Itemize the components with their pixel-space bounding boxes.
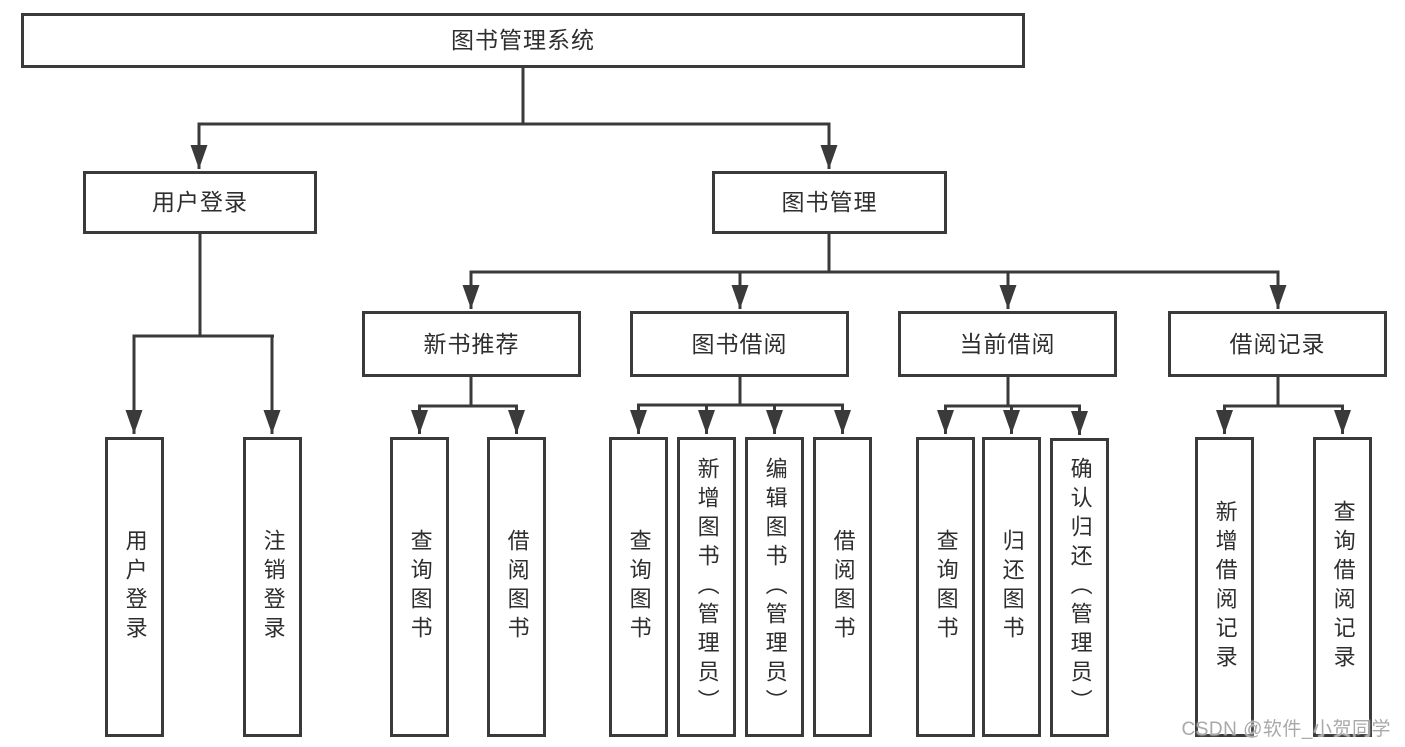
leaf-borrowing-borrow-books: 借阅图书 bbox=[813, 437, 872, 737]
leaf-borrowing-edit-books-admin: 编辑图书（管理员） bbox=[745, 437, 804, 737]
node-library-management-system: 图书管理系统 bbox=[21, 13, 1025, 68]
leaf-records-add-record: 新增借阅记录 bbox=[1195, 437, 1254, 737]
leaf-logout: 注销登录 bbox=[243, 437, 302, 737]
node-new-book-recommend: 新书推荐 bbox=[362, 311, 581, 377]
node-book-borrowing: 图书借阅 bbox=[630, 311, 849, 377]
leaf-newbook-query-books: 查询图书 bbox=[390, 437, 449, 737]
node-current-borrowing: 当前借阅 bbox=[898, 311, 1117, 377]
leaf-current-confirm-return-admin: 确认归还（管理员） bbox=[1050, 438, 1109, 737]
leaf-borrowing-query-books: 查询图书 bbox=[609, 437, 668, 737]
leaf-current-return-books: 归还图书 bbox=[982, 437, 1041, 737]
node-user-login: 用户登录 bbox=[83, 171, 317, 234]
node-borrowing-records: 借阅记录 bbox=[1168, 311, 1387, 377]
leaf-borrowing-add-books-admin: 新增图书（管理员） bbox=[677, 437, 736, 737]
leaf-user-login: 用户登录 bbox=[105, 437, 164, 737]
leaf-current-query-books: 查询图书 bbox=[916, 437, 975, 737]
leaf-newbook-borrow-books: 借阅图书 bbox=[487, 437, 546, 737]
leaf-records-query-record: 查询借阅记录 bbox=[1313, 437, 1372, 737]
node-book-management: 图书管理 bbox=[712, 171, 947, 234]
watermark: CSDN @软件_小贺同学 bbox=[1181, 719, 1391, 740]
